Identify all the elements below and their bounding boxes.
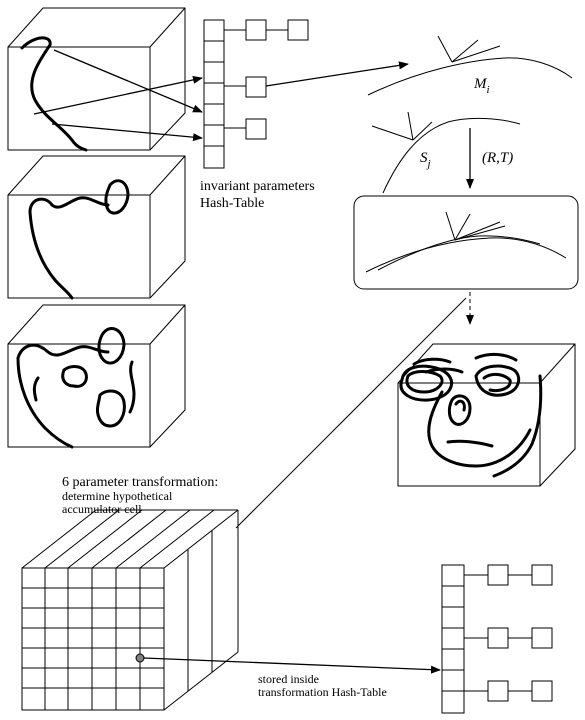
cube-to-hash-arrows [33, 49, 409, 142]
model-cube-2 [7, 155, 186, 300]
transformation-hash-table [441, 564, 553, 714]
aligned-curves-box [353, 195, 579, 290]
accumulator-cell-dot [135, 653, 145, 663]
hash-table-1-label-line2: Hash-Table [200, 196, 264, 211]
hash-table-1-label-line1: invariant parameters [200, 179, 315, 194]
label-rt: (R,T) [482, 150, 513, 166]
cell-to-hash-arrow [143, 657, 441, 674]
invariant-hash-table [203, 19, 309, 169]
six-param-label-line1: 6 parameter transformation: [62, 475, 218, 490]
box-to-accumulator-line [235, 297, 467, 529]
model-curve-mi [367, 35, 573, 96]
label-mi: Mi [473, 76, 490, 96]
scene-curve-sj [371, 111, 521, 194]
stored-label-line2: transformation Hash-Table [258, 685, 387, 699]
scene-cube [397, 343, 576, 487]
model-cube-1 [7, 7, 186, 152]
accumulator-grid-cube [21, 509, 239, 711]
six-param-label-line2: determine hypothetical [62, 489, 173, 503]
six-param-label-line3: accumulator cell [62, 502, 142, 516]
model-cube-3 [7, 304, 186, 449]
label-sj: Sj [420, 150, 431, 170]
stored-label-line1: stored inside [258, 672, 319, 686]
